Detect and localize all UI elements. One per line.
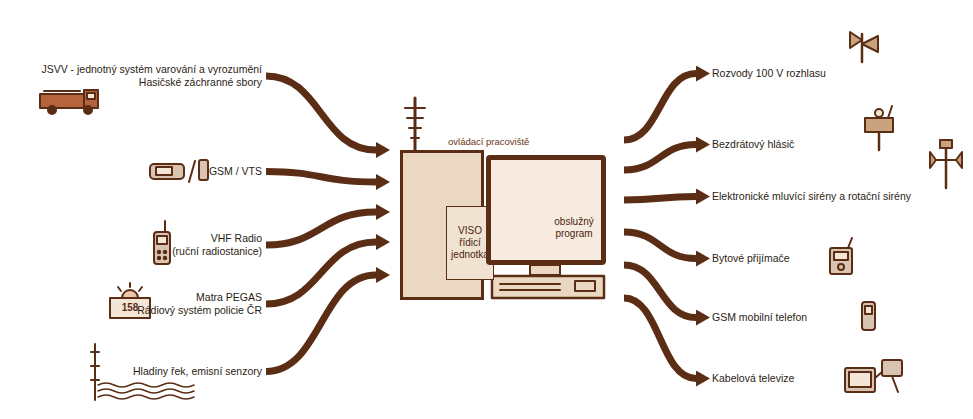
control-workstation: ovládací pracovištěVISO řídicí jednotka o… [392,100,620,308]
antenna-icon [405,98,425,150]
input-source: Hladiny řek, emisní senzory [133,365,262,378]
flow-arrow [266,275,376,372]
node-text: Bytové přijímače [712,252,790,265]
output-device: Bytové přijímače [712,252,790,265]
flow-arrow [266,172,376,183]
mobile-phone-icon [862,302,875,330]
node-text: Rádiový systém policie ČR [137,304,262,317]
wireless-alarm-icon [865,106,893,150]
fire-truck-icon [40,90,98,114]
control-unit-box: VISO řídicí jednotka [400,150,484,300]
node-text: GSM / VTS [209,165,262,178]
node-text: VHF Radio [172,232,262,245]
loudspeaker-icon [850,32,878,62]
radio-icon [154,221,170,264]
output-device: Bezdrátový hlásič [712,138,794,151]
input-source: VHF Radio(ruční radiostanice) [172,232,262,258]
flow-arrow [624,74,696,141]
flow-arrow [266,242,376,304]
node-text: (ruční radiostanice) [172,245,262,258]
node-text: Bezdrátový hlásič [712,138,794,151]
node-text: Elektronické mluvící sirény a rotační si… [712,190,911,203]
siren-icon [930,140,962,188]
input-source: GSM / VTS [209,165,262,178]
flow-arrow [624,145,696,171]
home-receiver-icon [830,238,852,274]
tv-icon [845,360,902,392]
input-source: JSVV - jednotný systém varování a vyrozu… [41,63,262,89]
flow-arrow [624,197,696,201]
output-device: Rozvody 100 V rozhlasu [712,67,826,80]
output-device: Elektronické mluvící sirény a rotační si… [712,190,911,203]
node-text: GSM mobilní telefon [712,311,807,324]
node-text: Kabelová televize [712,372,794,385]
computer-base [492,265,604,298]
node-text: Matra PEGAS [137,291,262,304]
node-text: ovládací pracoviště [448,136,529,147]
pager-phone-icon [150,160,208,182]
flow-arrow [624,298,696,379]
flow-arrow [624,265,696,318]
flow-arrow [624,232,696,259]
monitor-screen: obslužný program [486,155,606,265]
sign-number: 158 [110,302,150,313]
flow-arrow [266,212,376,245]
flow-arrow [266,76,376,150]
node-text: Hladiny řek, emisní senzory [133,365,262,378]
output-device: Kabelová televize [712,372,794,385]
node-text: Hasičské záchranné sbory [41,76,262,89]
node-text: Rozvody 100 V rozhlasu [712,67,826,80]
input-source: Matra PEGASRádiový systém policie ČR [137,291,262,317]
node-text: JSVV - jednotný systém varování a vyrozu… [41,63,262,76]
output-device: GSM mobilní telefon [712,311,807,324]
node-text: obslužný program [547,216,601,240]
